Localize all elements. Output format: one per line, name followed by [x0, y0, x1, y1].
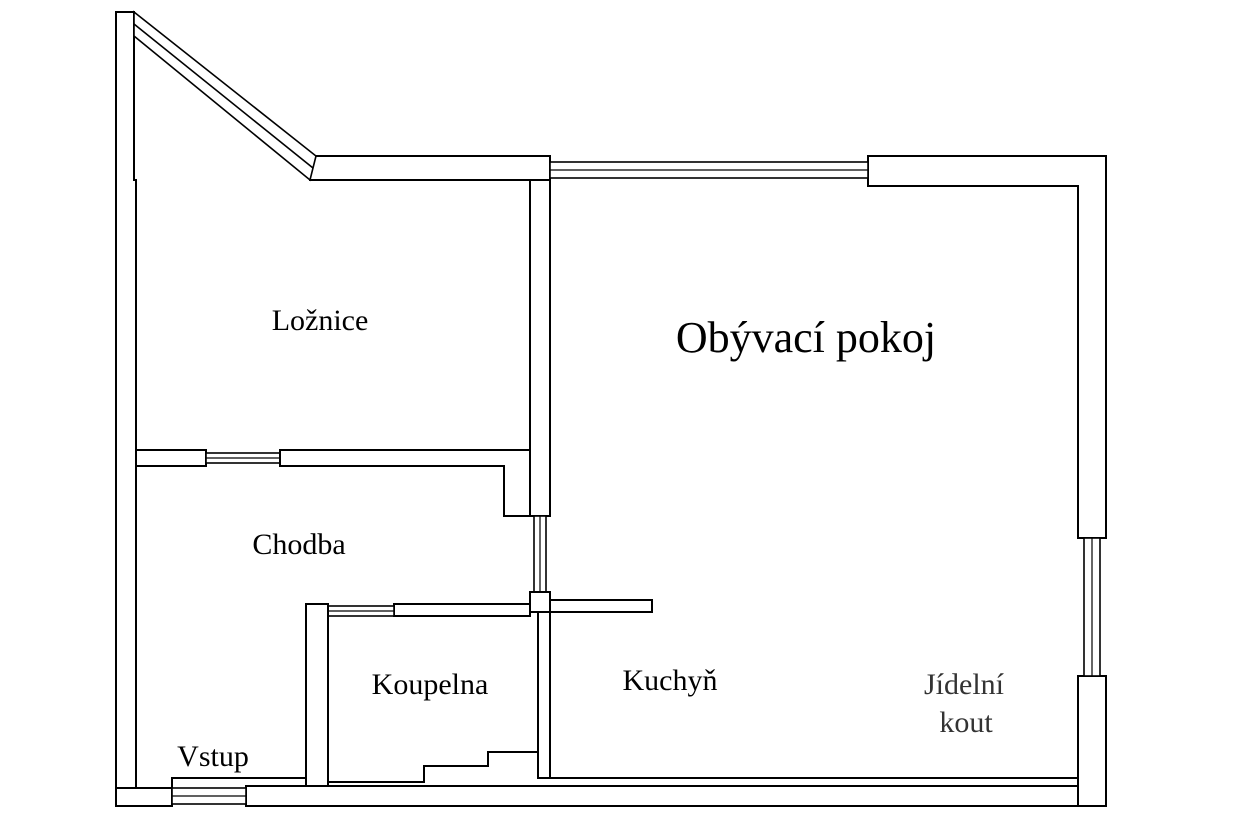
diagonal-window: [133, 10, 317, 182]
label-vstup: Vstup: [177, 740, 249, 773]
left-outer-wall: [115, 11, 173, 807]
label-jidelni-kout-line1: Jídelní: [924, 668, 1005, 701]
bedroom-bottom-wall-left: [135, 449, 207, 467]
label-obyvaci-pokoj: Obývací pokoj: [676, 313, 936, 362]
right-wall-lower: [1077, 675, 1107, 807]
label-koupelna: Koupelna: [372, 668, 489, 701]
junction-wall: [529, 591, 551, 613]
kitchen-wall-stub: [549, 599, 653, 613]
bathroom-top-wall: [393, 603, 531, 617]
windows: [171, 161, 1101, 805]
outer-walls: [115, 11, 1107, 807]
bottom-wall-left: [115, 787, 173, 807]
bathroom-stepped-wall: [327, 616, 539, 783]
bedroom-right-wall: [529, 179, 551, 517]
label-loznice: Ložnice: [272, 304, 369, 337]
right-wall-upper: [867, 155, 1107, 539]
label-kuchyn: Kuchyň: [623, 664, 718, 697]
kitchen-left-wall: [537, 611, 551, 779]
bottom-wall-right: [245, 785, 1107, 807]
label-jidelni-kout-line2: kout: [939, 706, 993, 739]
bathroom-left-wall: [305, 603, 329, 787]
bedroom-bottom-wall-right: [279, 449, 531, 517]
label-chodba: Chodba: [252, 528, 345, 561]
diagonal-window-frame: [133, 10, 317, 182]
room-labels: Ložnice Obývací pokoj Chodba Koupelna Ku…: [177, 304, 1005, 773]
interior-walls: [135, 179, 1078, 788]
top-wall-bedroom: [309, 155, 551, 181]
bathroom-inner-line: [171, 777, 328, 788]
